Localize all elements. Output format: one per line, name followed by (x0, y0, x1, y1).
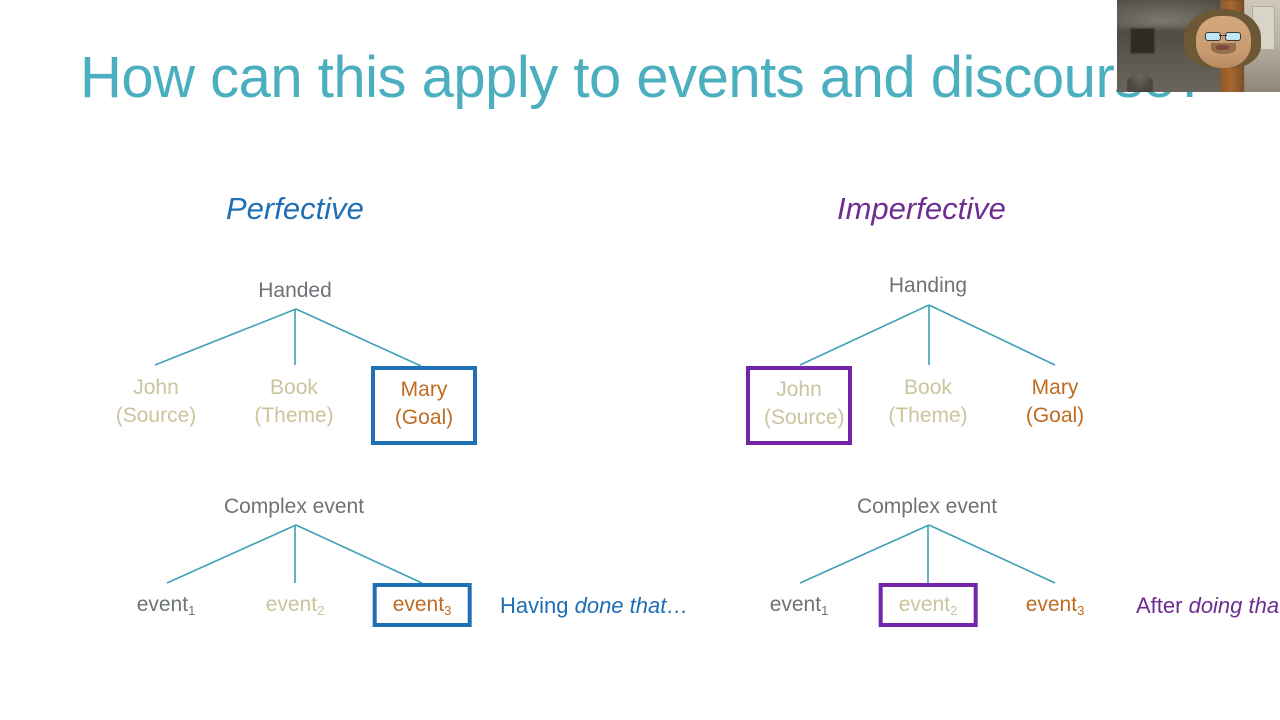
node-line-2: (Goal) (1025, 403, 1085, 427)
node-line-1: Mary (400, 378, 448, 401)
caption-emphasis-text: doing that… (1188, 593, 1280, 618)
tree-node-john-source-imperfective-highlighted: John (Source) (746, 366, 852, 446)
node-label: event (898, 593, 951, 616)
glasses-lens-left (1205, 31, 1222, 41)
tree-node-event2-imperfective-highlighted: event2 (878, 583, 978, 627)
glasses-bridge (1219, 34, 1227, 36)
node-line-2: (Theme) (888, 403, 968, 427)
node-subscript: 1 (821, 602, 829, 618)
node-subscript: 2 (950, 602, 958, 618)
node-line-1: Book (270, 376, 318, 399)
node-label: event (392, 593, 445, 616)
webcam-lamp (1126, 73, 1153, 92)
tree-node-john-source-perfective: John (Source) (116, 374, 197, 429)
node-label: event (769, 593, 822, 616)
tree-node-event1-imperfective: event1 (770, 591, 829, 619)
node-subscript: 3 (444, 602, 452, 618)
caption-plain-text: Having (500, 593, 575, 618)
column-heading-imperfective: Imperfective (837, 191, 1006, 226)
node-subscript: 3 (1077, 602, 1085, 618)
caption-perfective: Having done that… (500, 592, 688, 621)
glasses-icon (1205, 31, 1242, 41)
tree-root-complex-event-imperfective: Complex event (856, 495, 998, 518)
webcam-person-mouth (1215, 45, 1230, 50)
presenter-video-thumbnail[interactable] (1117, 0, 1280, 92)
tree-node-book-theme-imperfective: Book (Theme) (888, 374, 967, 429)
tree-node-event1-perfective: event1 (137, 591, 196, 619)
node-line-1: Mary (1031, 376, 1079, 399)
page-title: How can this apply to events and discour… (80, 45, 1207, 110)
webcam-person-shirt (1166, 70, 1280, 92)
tree-node-mary-goal-perfective-highlighted: Mary (Goal) (371, 366, 477, 446)
tree-root-complex-event-perfective: Complex event (223, 495, 365, 518)
node-label: event (265, 593, 318, 616)
tree-root-handing: Handing (888, 274, 968, 297)
glasses-lens-right (1224, 31, 1242, 41)
node-subscript: 1 (188, 602, 196, 618)
node-line-2: (Source) (764, 405, 845, 429)
tree-node-event3-imperfective: event3 (1026, 591, 1085, 619)
node-line-2: (Theme) (254, 403, 334, 427)
node-line-1: John (133, 376, 179, 399)
webcam-wall-picture (1130, 27, 1155, 54)
webcam-person (1179, 9, 1270, 92)
caption-imperfective: After doing that… (1136, 592, 1280, 621)
tree-root-handed: Handed (258, 279, 332, 302)
tree-node-book-theme-perfective: Book (Theme) (254, 374, 333, 429)
caption-emphasis-text: done that… (574, 593, 689, 618)
node-line-1: Book (904, 376, 952, 399)
node-line-2: (Goal) (394, 405, 454, 429)
node-label: event (1025, 593, 1078, 616)
node-line-2: (Source) (115, 403, 197, 427)
tree-node-event3-perfective-highlighted: event3 (372, 583, 472, 627)
tree-node-mary-goal-imperfective: Mary (Goal) (1026, 374, 1084, 429)
webcam-person-face (1196, 15, 1252, 69)
caption-plain-text: After (1136, 593, 1189, 618)
tree-node-event2-perfective: event2 (266, 591, 325, 619)
node-subscript: 2 (317, 602, 325, 618)
column-heading-perfective: Perfective (226, 191, 364, 226)
node-line-1: John (776, 378, 822, 401)
node-label: event (136, 593, 189, 616)
